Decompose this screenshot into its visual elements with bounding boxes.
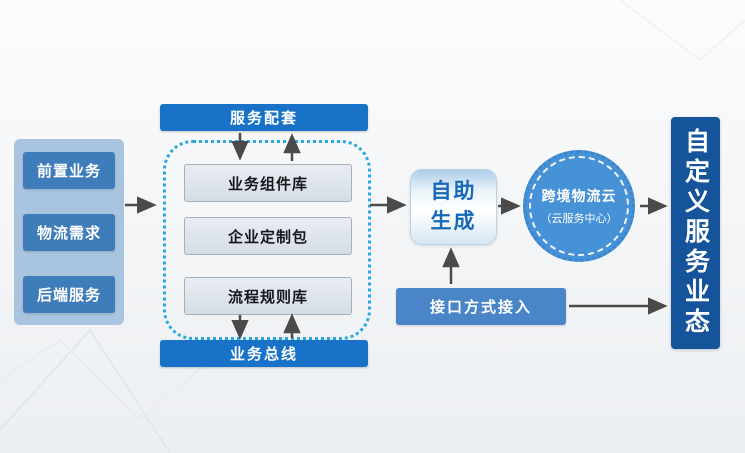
business-bus-bar: 业务总线	[160, 340, 368, 367]
cloud-title: 跨境物流云	[541, 188, 617, 204]
component-library-box: 业务组件库	[184, 164, 352, 202]
cloud-subtitle: （云服务中心）	[540, 213, 618, 225]
service-support-bar: 服务配套	[160, 104, 368, 131]
backend-service-box: 后端服务	[23, 275, 115, 313]
custom-service-bar: 自定义服务业态	[671, 117, 720, 349]
input-group-panel: 前置业务 物流需求 后端服务	[14, 139, 124, 325]
self-generate-line2: 生成	[430, 210, 477, 233]
front-business-box: 前置业务	[23, 151, 115, 189]
process-rules-box: 流程规则库	[184, 277, 352, 315]
self-generate-box: 自助 生成	[410, 169, 497, 245]
core-dotted-container	[163, 140, 371, 340]
logistics-demand-box: 物流需求	[23, 213, 115, 251]
interface-access-box: 接口方式接入	[396, 288, 566, 325]
enterprise-package-box: 企业定制包	[184, 217, 352, 255]
cloud-dashed-ring	[529, 156, 629, 256]
self-generate-line1: 自助	[430, 179, 477, 203]
cloud-circle: 跨境物流云 （云服务中心）	[523, 150, 635, 262]
